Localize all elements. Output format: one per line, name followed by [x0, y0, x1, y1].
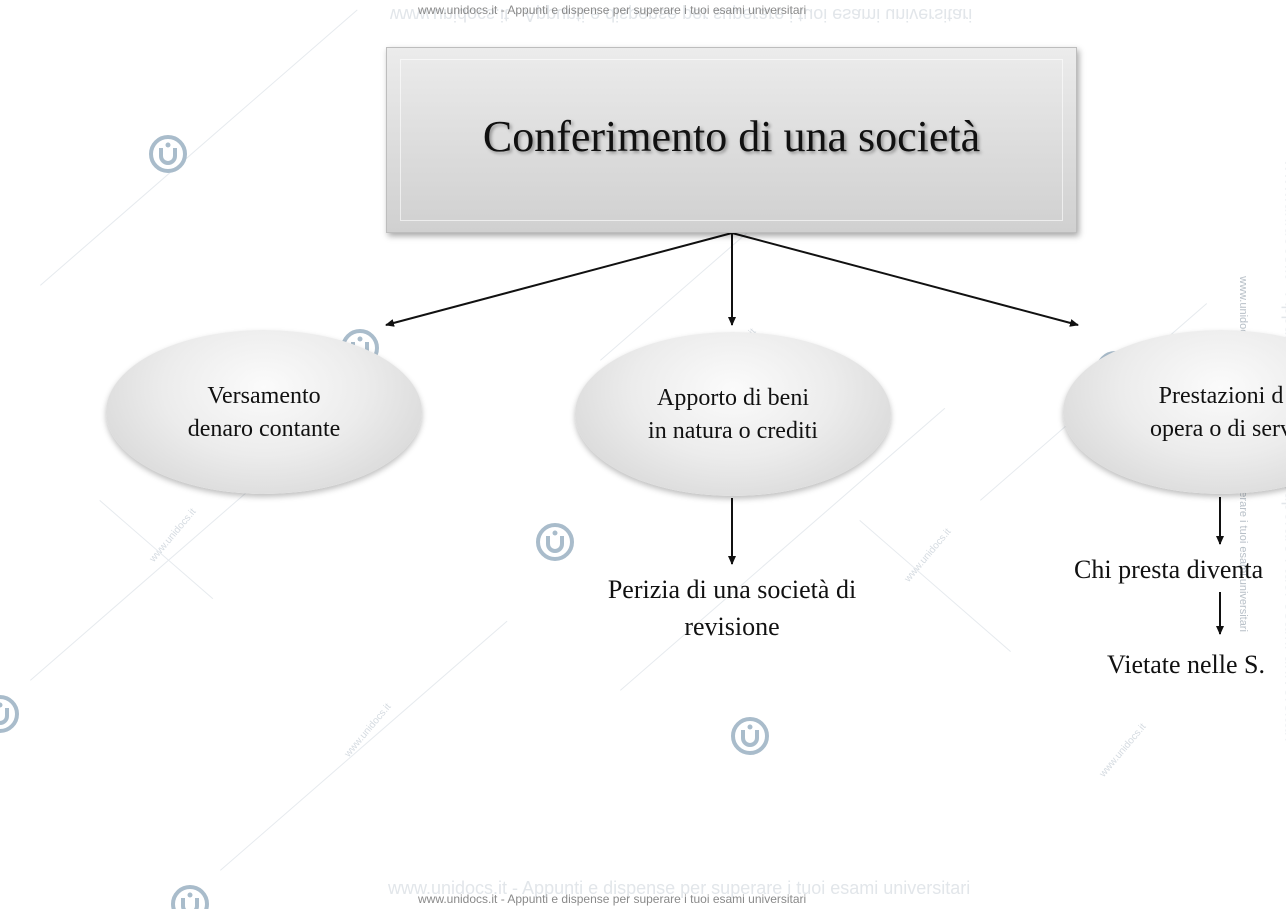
arrow-to-versamento [385, 232, 733, 327]
unidocs-logo-icon [0, 695, 19, 733]
node-perizia-line-2: revisione [684, 612, 780, 641]
node-chi-presta: Chi presta diventa [1074, 555, 1264, 584]
title-box: Conferimento di una società [386, 47, 1077, 233]
node-versamento: Versamento denaro contante [106, 330, 422, 494]
arrow-to-prestazioni [731, 232, 1079, 327]
unidocs-logo-icon [171, 885, 209, 909]
title-box-bevel [400, 59, 1063, 221]
unidocs-logo-icon [536, 523, 574, 561]
node-apporto: Apporto di beni in natura o crediti [575, 332, 891, 496]
unidocs-logo-icon [149, 135, 187, 173]
node-versamento-line-1: Versamento [207, 383, 321, 409]
node-apporto-line-1: Apporto di beni [657, 385, 809, 411]
watermark-footer: www.unidocs.it - Appunti e dispense per … [418, 892, 807, 906]
watermark-header: www.unidocs.it - Appunti e dispense per … [418, 3, 807, 17]
unidocs-logo-icon [731, 717, 769, 755]
node-prestazioni-line-2: opera o di serv [1150, 416, 1286, 442]
node-versamento-line-2: denaro contante [187, 416, 341, 442]
node-perizia-line-1: Perizia di una società di [607, 575, 857, 604]
diagram-title: Conferimento di una società [482, 112, 981, 161]
watermark-ghost-bottom: www.unidocs.it - Appunti e dispense per … [388, 878, 971, 898]
node-vietate: Vietate nelle S. [1107, 650, 1265, 679]
node-apporto-line-2: in natura o crediti [648, 418, 818, 444]
node-prestazioni-line-1: Prestazioni d [1158, 383, 1284, 409]
